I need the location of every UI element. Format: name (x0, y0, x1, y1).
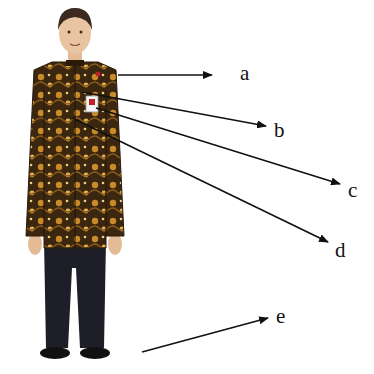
leader-arrow (142, 318, 268, 352)
pin (96, 72, 101, 77)
id-badge (86, 96, 98, 112)
leader-arrow (72, 118, 328, 242)
callout-letter: b (274, 120, 285, 141)
callout-letter: a (240, 63, 249, 84)
callout-letter: d (335, 240, 346, 261)
trousers (44, 240, 106, 348)
eye (80, 31, 83, 34)
hair (58, 8, 92, 30)
shoe (80, 347, 110, 359)
leader-arrow (82, 92, 266, 126)
batik-jacket (26, 62, 124, 248)
callout-letter: e (276, 306, 285, 327)
collar (66, 60, 84, 66)
eye (68, 31, 71, 34)
leader-arrow (96, 108, 340, 184)
shoe (40, 347, 70, 359)
leader-arrow (118, 74, 212, 76)
placket (75, 64, 76, 248)
callout-letter: c (348, 180, 357, 201)
badge-emblem (89, 99, 95, 105)
mouth (70, 44, 80, 46)
